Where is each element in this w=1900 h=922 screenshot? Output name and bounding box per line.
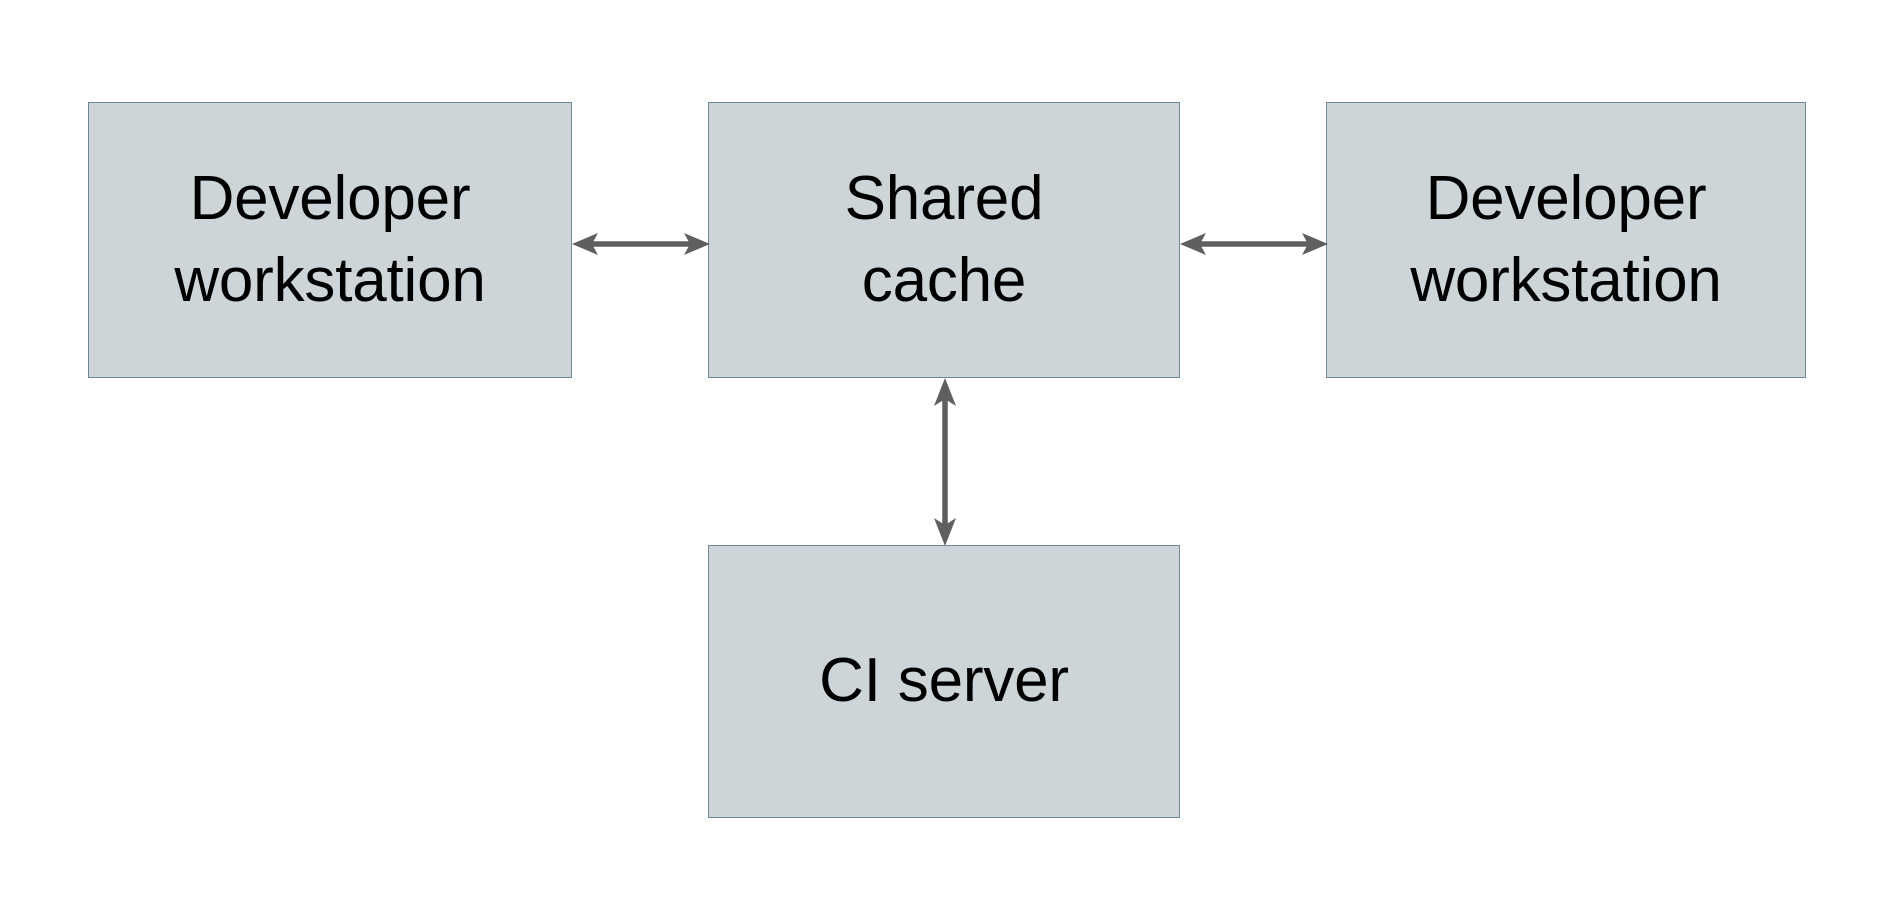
edge-developer-left-to-shared-cache[interactable] — [568, 213, 714, 275]
edge-shared-cache-to-ci-server[interactable] — [914, 374, 976, 550]
node-developer-workstation-right[interactable]: Developer workstation — [1326, 102, 1806, 378]
arrowhead-right-icon — [1302, 233, 1328, 255]
arrowhead-left-icon — [1180, 233, 1206, 255]
node-label: Developer workstation — [174, 163, 486, 315]
node-developer-workstation-left[interactable]: Developer workstation — [88, 102, 572, 378]
arrowhead-down-icon — [934, 518, 956, 546]
node-ci-server[interactable]: CI server — [708, 545, 1180, 818]
node-label: Shared cache — [844, 163, 1044, 315]
arrowhead-left-icon — [572, 233, 598, 255]
arrowhead-up-icon — [934, 378, 956, 406]
node-label: CI server — [819, 646, 1069, 716]
node-shared-cache[interactable]: Shared cache — [708, 102, 1180, 378]
node-label: Developer workstation — [1410, 163, 1722, 315]
arrowhead-right-icon — [684, 233, 710, 255]
edge-shared-cache-to-developer-right[interactable] — [1176, 213, 1332, 275]
